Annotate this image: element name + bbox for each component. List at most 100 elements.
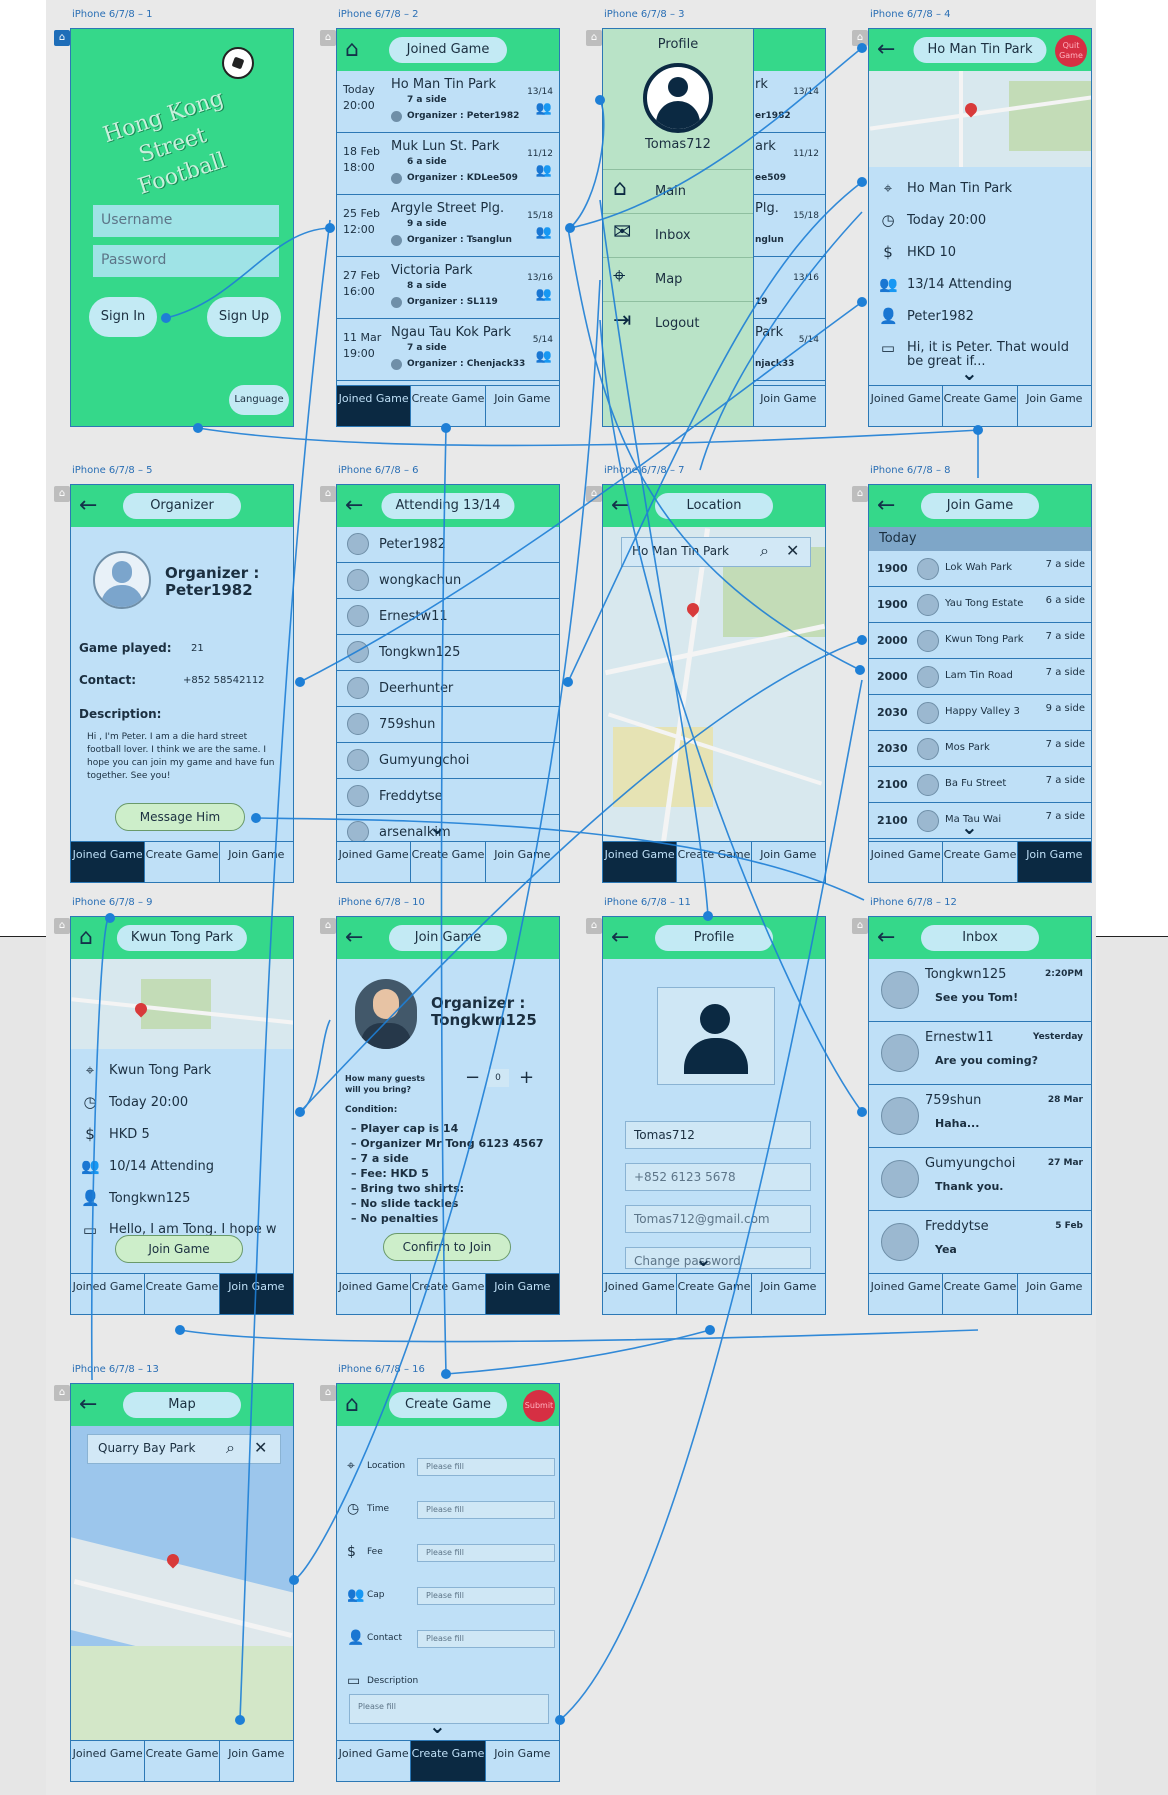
- tab-joined-game[interactable]: Joined Game: [71, 1274, 146, 1314]
- attendee-row[interactable]: Peter1982: [337, 527, 559, 563]
- tab-create-game[interactable]: Create Game: [943, 842, 1018, 882]
- quit-game-button[interactable]: Quit Game: [1055, 35, 1087, 67]
- back-arrow-icon[interactable]: ←: [79, 493, 98, 518]
- tab-join-game[interactable]: Join Game: [1017, 842, 1091, 882]
- tab-create-game[interactable]: Create Game: [145, 1274, 220, 1314]
- home-icon[interactable]: ⌂: [320, 486, 336, 502]
- menu-item-map[interactable]: ⌖Map: [603, 257, 753, 301]
- sign-up-button[interactable]: Sign Up: [207, 297, 281, 337]
- home-icon[interactable]: ⌂: [320, 918, 336, 934]
- home-icon[interactable]: ⌂: [54, 30, 70, 46]
- home-icon[interactable]: ⌂: [54, 1385, 70, 1401]
- chevron-down-icon[interactable]: ⌄: [961, 815, 978, 839]
- home-icon[interactable]: ⌂: [852, 30, 868, 46]
- back-arrow-icon[interactable]: ←: [79, 1392, 98, 1417]
- home-icon[interactable]: ⌂: [586, 30, 602, 46]
- tab-join-game[interactable]: Join Game: [485, 1274, 559, 1314]
- map-search-bar[interactable]: Quarry Bay Park ⌕ ✕: [87, 1434, 281, 1464]
- home-icon[interactable]: ⌂: [852, 486, 868, 502]
- tab-joined-game[interactable]: Joined Game: [603, 842, 678, 882]
- harbour-map[interactable]: [71, 1426, 293, 1743]
- tab-create-game[interactable]: Create Game: [411, 1741, 486, 1781]
- chevron-down-icon[interactable]: ⌄: [961, 361, 978, 385]
- menu-item-main[interactable]: ⌂Main: [603, 169, 753, 213]
- tab-create-game[interactable]: Create Game: [677, 1274, 752, 1314]
- attendee-row[interactable]: Gumyungchoi: [337, 743, 559, 779]
- home-icon[interactable]: ⌂: [320, 1385, 336, 1401]
- back-arrow-icon[interactable]: ←: [877, 925, 896, 950]
- attendee-row[interactable]: Freddytse: [337, 779, 559, 815]
- tab-create-game[interactable]: Create Game: [943, 386, 1018, 426]
- tab-create-game[interactable]: Create Game: [411, 1274, 486, 1314]
- tab-joined-game[interactable]: Joined Game: [337, 1274, 412, 1314]
- location-input[interactable]: Please fill: [417, 1458, 555, 1476]
- attendee-row[interactable]: 759shun: [337, 707, 559, 743]
- attendee-row[interactable]: wongkachun: [337, 563, 559, 599]
- tab-create-game[interactable]: Create Game: [145, 842, 220, 882]
- chevron-down-icon[interactable]: ⌄: [429, 1714, 446, 1738]
- map-preview[interactable]: [71, 959, 293, 1049]
- tab-create-game[interactable]: Create Game: [411, 842, 486, 882]
- home-icon[interactable]: ⌂: [79, 925, 93, 950]
- decrease-guests-button[interactable]: −: [465, 1067, 481, 1088]
- username-field[interactable]: Tomas712: [625, 1121, 811, 1149]
- email-field[interactable]: Tomas712@gmail.com: [625, 1205, 811, 1233]
- tab-joined-game[interactable]: Joined Game: [869, 842, 944, 882]
- tab-joined-game[interactable]: Joined Game: [869, 386, 944, 426]
- change-password-field[interactable]: Change password: [625, 1247, 811, 1269]
- tab-joined-game[interactable]: Joined Game: [71, 1741, 146, 1781]
- confirm-join-button[interactable]: Confirm to Join: [383, 1233, 511, 1261]
- attendee-row[interactable]: Tongkwn125: [337, 635, 559, 671]
- tab-joined-game[interactable]: Joined Game: [337, 842, 412, 882]
- home-icon[interactable]: ⌂: [54, 486, 70, 502]
- cap-input[interactable]: Please fill: [417, 1587, 555, 1605]
- home-icon[interactable]: ⌂: [54, 918, 70, 934]
- home-icon[interactable]: ⌂: [320, 30, 336, 46]
- tab-join-game[interactable]: Join Game: [1017, 1274, 1091, 1314]
- location-map[interactable]: [603, 527, 825, 844]
- tab-joined-game[interactable]: Joined Game: [869, 1274, 944, 1314]
- tab-create-game[interactable]: Create Game: [411, 386, 486, 426]
- tab-join-game[interactable]: Join Game: [485, 1741, 559, 1781]
- close-icon[interactable]: ✕: [254, 1438, 268, 1457]
- attendee-row[interactable]: Ernestw11: [337, 599, 559, 635]
- join-game-button[interactable]: Join Game: [115, 1235, 243, 1263]
- chevron-down-icon[interactable]: ⌄: [695, 1247, 712, 1271]
- message-him-button[interactable]: Message Him: [115, 803, 245, 831]
- fee-input[interactable]: Please fill: [417, 1544, 555, 1562]
- tab-join-game[interactable]: Join Game: [485, 386, 559, 426]
- home-icon[interactable]: ⌂: [586, 486, 602, 502]
- tab-join-game[interactable]: Join Game: [751, 386, 825, 426]
- back-arrow-icon[interactable]: ←: [611, 493, 630, 518]
- tab-join-game[interactable]: Join Game: [219, 1741, 293, 1781]
- tab-joined-game[interactable]: Joined Game: [603, 1274, 678, 1314]
- home-icon[interactable]: ⌂: [586, 918, 602, 934]
- tab-join-game[interactable]: Join Game: [219, 842, 293, 882]
- contact-input[interactable]: Please fill: [417, 1630, 555, 1648]
- menu-item-inbox[interactable]: ✉Inbox: [603, 213, 753, 257]
- back-arrow-icon[interactable]: ←: [345, 925, 364, 950]
- description-input[interactable]: Please fill: [349, 1694, 549, 1724]
- home-icon[interactable]: ⌂: [345, 37, 359, 62]
- tab-join-game[interactable]: Join Game: [751, 842, 825, 882]
- home-icon[interactable]: ⌂: [852, 918, 868, 934]
- search-icon[interactable]: ⌕: [760, 541, 769, 560]
- tab-joined-game[interactable]: Joined Game: [71, 842, 146, 882]
- tab-join-game[interactable]: Join Game: [751, 1274, 825, 1314]
